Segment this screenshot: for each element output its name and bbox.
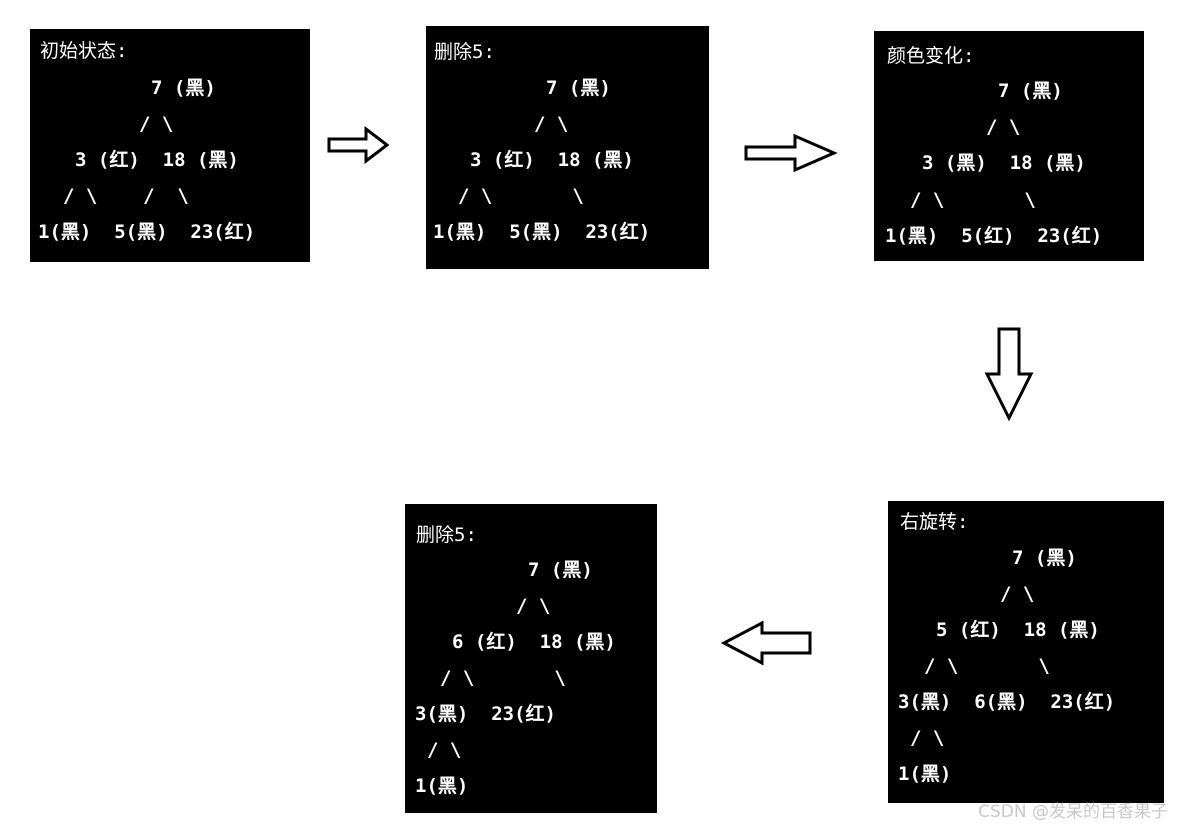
level-3-nodes: 1(黑) 5(红) 23(红) <box>885 225 1103 247</box>
edges-level-2: / \ \ <box>458 185 584 207</box>
edges-root: / \ <box>986 116 1021 138</box>
edges-root: / \ <box>534 113 569 135</box>
level-2-nodes: 5 (红) 18 (黑) <box>936 619 1100 641</box>
watermark: CSDN @发呆的百香果子 <box>978 802 1168 822</box>
panel-title: 删除5: <box>434 41 495 63</box>
level-3-nodes: 1(黑) 5(黑) 23(红) <box>433 221 651 243</box>
node-7-black: 7 (黑) <box>998 80 1063 102</box>
level-3-nodes: 3(黑) 6(黑) 23(红) <box>898 691 1116 713</box>
level-4-nodes: 1(黑) <box>415 775 469 797</box>
node-7-black: 7 (黑) <box>1012 547 1077 569</box>
level-2-nodes: 3 (黑) 18 (黑) <box>922 152 1086 174</box>
node-7-black: 7 (黑) <box>528 559 593 581</box>
level-2-nodes: 6 (红) 18 (黑) <box>452 631 616 653</box>
panel-title: 初始状态: <box>40 40 128 62</box>
panel-title: 右旋转: <box>900 511 969 533</box>
tree-panel-delete-2: 删除5: 7 (黑) / \ 6 (红) 18 (黑) / \ \ 3(黑) 2… <box>405 504 657 813</box>
arrow-down-icon <box>984 327 1034 422</box>
tree-panel-delete-1: 删除5: 7 (黑) / \ 3 (红) 18 (黑) / \ \ 1(黑) 5… <box>426 26 709 269</box>
arrow-left-icon <box>720 620 812 666</box>
arrow-right-icon <box>327 126 390 164</box>
edges-root: / \ <box>1000 583 1035 605</box>
tree-panel-right-rotate: 右旋转: 7 (黑) / \ 5 (红) 18 (黑) / \ \ 3(黑) 6… <box>888 501 1164 803</box>
edges-level-2: / \ / \ <box>63 185 189 207</box>
edges-level-3: / \ <box>910 727 945 749</box>
node-7-black: 7 (黑) <box>546 77 611 99</box>
edges-root: / \ <box>516 595 551 617</box>
tree-panel-initial: 初始状态: 7 (黑) / \ 3 (红) 18 (黑) / \ / \ 1(黑… <box>30 29 310 262</box>
level-3-nodes: 1(黑) 5(黑) 23(红) <box>38 221 256 243</box>
edges-root: / \ <box>139 113 174 135</box>
edges-level-2: / \ \ <box>924 655 1050 677</box>
level-4-nodes: 1(黑) <box>898 763 952 785</box>
level-2-nodes: 3 (红) 18 (黑) <box>470 149 634 171</box>
node-7-black: 7 (黑) <box>151 77 216 99</box>
tree-panel-color-change: 颜色变化: 7 (黑) / \ 3 (黑) 18 (黑) / \ \ 1(黑) … <box>874 31 1144 261</box>
edges-level-3: / \ <box>427 739 462 761</box>
level-2-nodes: 3 (红) 18 (黑) <box>75 149 239 171</box>
panel-title: 颜色变化: <box>887 45 975 67</box>
level-3-nodes: 3(黑) 23(红) <box>415 703 556 725</box>
panel-title: 删除5: <box>416 524 477 546</box>
edges-level-2: / \ \ <box>440 667 566 689</box>
edges-level-2: / \ \ <box>910 189 1036 211</box>
arrow-right-icon <box>744 133 838 173</box>
